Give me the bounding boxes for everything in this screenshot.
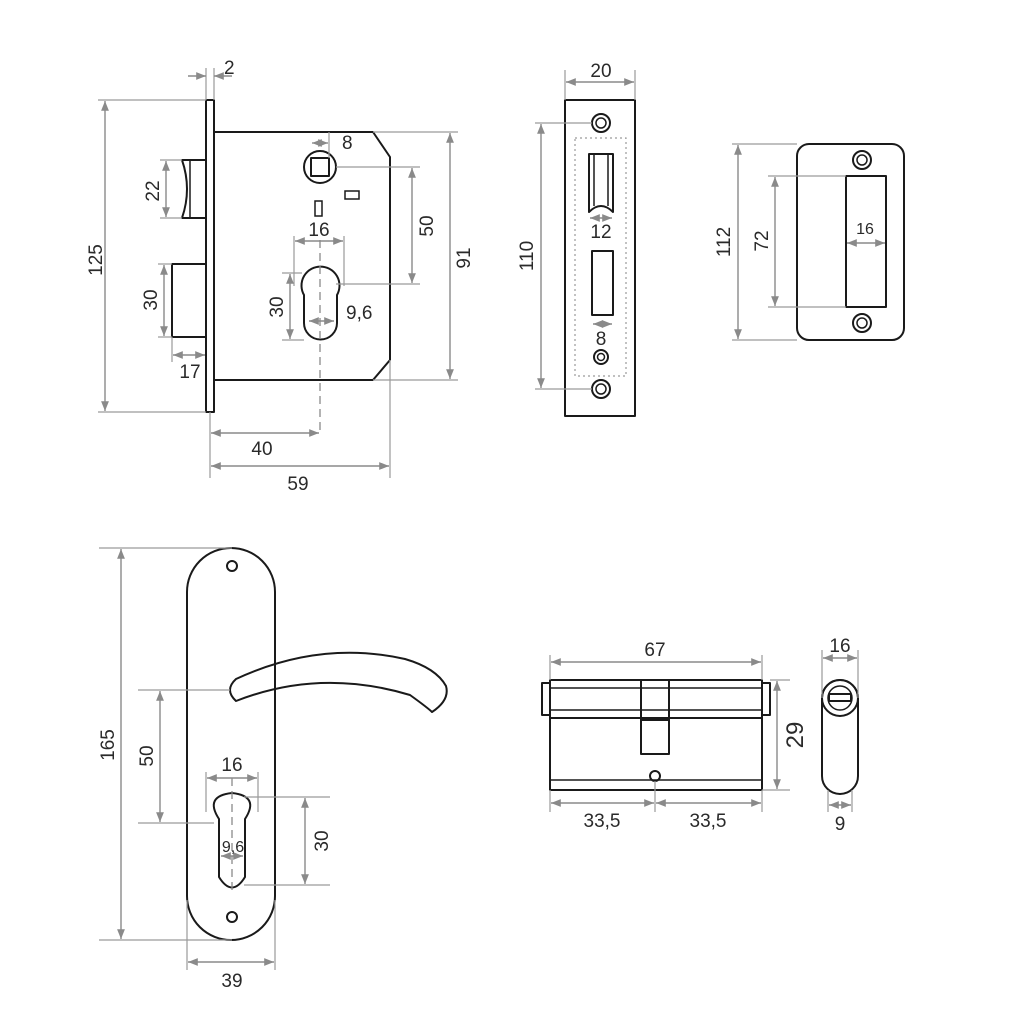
dim-faceplate-height: 110 bbox=[517, 241, 538, 271]
dim-latch-height: 22 bbox=[143, 180, 164, 201]
screw-hole-top bbox=[591, 113, 611, 133]
dim-handle-height: 165 bbox=[98, 729, 119, 761]
dim-handle-cylinder-width: 16 bbox=[221, 755, 242, 776]
dim-backset: 40 bbox=[251, 439, 272, 460]
dim-strike-opening-height: 72 bbox=[752, 230, 773, 251]
faceplate-front-view: 20 110 12 8 bbox=[517, 61, 636, 417]
screw-hole-mid bbox=[593, 349, 609, 365]
backplate-screw-top bbox=[226, 560, 238, 572]
cylinder-end-view: 16 9 bbox=[821, 636, 859, 835]
bolt-slot bbox=[591, 250, 614, 316]
strike-plate-outline bbox=[796, 143, 905, 341]
dead-bolt bbox=[171, 263, 207, 338]
cylinder-top-body bbox=[549, 679, 763, 719]
handle-backplate bbox=[186, 547, 276, 941]
dim-bolt-throw: 17 bbox=[179, 362, 200, 383]
dim-cylinder-width: 16 bbox=[308, 220, 329, 241]
dim-bolt-height: 30 bbox=[141, 289, 162, 310]
dim-faceplate-thickness: 2 bbox=[224, 58, 235, 79]
dim-handle-cylinder-height: 30 bbox=[312, 830, 333, 851]
spindle-hub bbox=[303, 150, 337, 184]
screw-hole-bottom bbox=[591, 379, 611, 399]
spindle-square bbox=[310, 157, 330, 177]
cylinder-cam bbox=[640, 719, 670, 755]
lock-case bbox=[213, 131, 391, 381]
dim-case-height: 91 bbox=[454, 247, 475, 268]
strike-screw-bottom bbox=[852, 313, 872, 333]
faceplate-outline bbox=[564, 99, 636, 417]
dim-handle-cylinder-neck: 9,6 bbox=[222, 839, 244, 856]
cylinder-cap-left bbox=[541, 682, 551, 716]
cylinder-cap-right bbox=[761, 682, 771, 716]
dim-cylinder-length: 67 bbox=[644, 640, 665, 661]
dim-faceplate-width: 20 bbox=[590, 61, 611, 82]
cylinder-lower-body bbox=[549, 717, 763, 791]
dim-strike-opening-width: 16 bbox=[856, 221, 874, 238]
dim-faceplate-height: 125 bbox=[86, 244, 107, 276]
dim-cylinder-cam-width: 9 bbox=[835, 814, 846, 835]
handle-view: 165 50 16 30 9,6 39 bbox=[98, 547, 448, 992]
mortise-lock-side-view: 2 125 22 30 17 8 50 91 bbox=[86, 58, 475, 495]
dim-cylinder-neck: 9,6 bbox=[346, 303, 372, 324]
faceplate bbox=[205, 99, 215, 413]
dim-spindle-to-cylinder: 50 bbox=[417, 215, 438, 236]
strike-screw-top bbox=[852, 150, 872, 170]
cylinder-cam-top bbox=[640, 679, 670, 721]
dim-handle-spindle-to-cylinder: 50 bbox=[137, 745, 158, 766]
dim-cylinder-height: 29 bbox=[782, 722, 809, 749]
keyway-slot bbox=[828, 693, 852, 702]
dim-cylinder-height: 30 bbox=[267, 296, 288, 317]
lever-handle bbox=[229, 651, 448, 713]
dim-strike-height: 112 bbox=[714, 227, 735, 257]
dim-cylinder-end-width: 16 bbox=[829, 636, 850, 657]
dim-cylinder-half-right: 33,5 bbox=[690, 811, 727, 832]
strike-plate-view: 112 72 16 bbox=[714, 143, 905, 341]
dim-latch-slot: 12 bbox=[590, 222, 611, 243]
dim-bolt-slot: 8 bbox=[596, 329, 607, 350]
dim-handle-width: 39 bbox=[221, 971, 242, 992]
backplate-screw-bottom bbox=[226, 911, 238, 923]
dim-cylinder-half-left: 33,5 bbox=[584, 811, 621, 832]
strike-opening bbox=[845, 175, 887, 308]
dim-spindle-square: 8 bbox=[342, 133, 353, 154]
handle-cylinder-hole bbox=[212, 792, 252, 889]
cylinder-hole bbox=[300, 265, 341, 341]
dim-case-depth: 59 bbox=[287, 474, 308, 495]
latch-bolt bbox=[181, 159, 207, 219]
latch-slot bbox=[588, 153, 614, 213]
euro-cylinder-view: 67 29 33,5 33,5 bbox=[541, 640, 809, 832]
